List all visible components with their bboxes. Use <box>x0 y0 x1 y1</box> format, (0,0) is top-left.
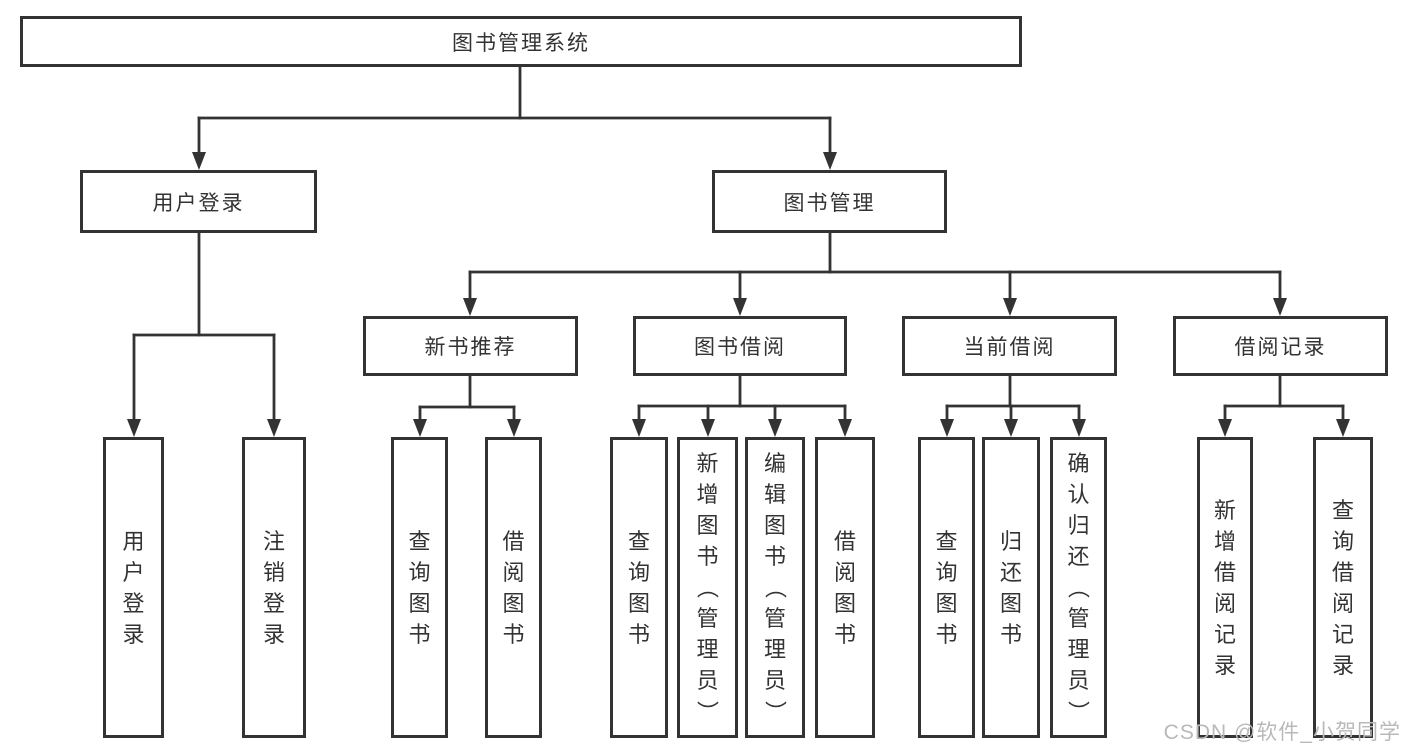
node-label: 图书管理 <box>783 191 876 215</box>
connector-book-borrowing-to-leaves <box>632 374 852 437</box>
connector-current-borrowing-to-leaves <box>940 374 1086 437</box>
node-book-management: 图书管理 <box>712 170 947 233</box>
node-label: 新增图书（管理员） <box>694 451 720 723</box>
node-label: 注销登录 <box>262 528 285 647</box>
node-label: 编辑图书（管理员） <box>762 451 788 723</box>
node-label: 查询借阅记录 <box>1331 497 1354 678</box>
node-label: 确认归还（管理员） <box>1065 451 1091 723</box>
node-leaf-add-borrow-record: 新增借阅记录 <box>1197 437 1253 738</box>
node-leaf-add-books-admin: 新增图书（管理员） <box>677 437 738 738</box>
node-label: 查询图书 <box>627 528 650 647</box>
connector-book-management-to-level3 <box>463 231 1287 316</box>
connector-new-book-to-leaves <box>413 374 521 437</box>
node-leaf-query-books-current: 查询图书 <box>918 437 975 738</box>
node-label: 归还图书 <box>999 528 1022 647</box>
node-leaf-user-login: 用户登录 <box>103 437 164 738</box>
node-user-login: 用户登录 <box>80 170 317 233</box>
node-book-borrowing: 图书借阅 <box>633 316 847 376</box>
connector-user-login-to-leaves <box>127 231 281 437</box>
node-leaf-return-books: 归还图书 <box>982 437 1040 738</box>
node-label: 借阅记录 <box>1234 336 1327 359</box>
node-leaf-query-books-recommend: 查询图书 <box>391 437 448 738</box>
node-label: 当前借阅 <box>963 336 1056 359</box>
node-label: 查询图书 <box>408 528 431 647</box>
connector-borrowing-records-to-leaves <box>1218 374 1350 437</box>
node-leaf-logout: 注销登录 <box>242 437 306 738</box>
node-label: 用户登录 <box>122 528 145 647</box>
connector-root-to-level2 <box>192 65 837 170</box>
node-label: 图书借阅 <box>694 336 786 359</box>
node-label: 图书管理系统 <box>452 31 590 55</box>
node-leaf-confirm-return-admin: 确认归还（管理员） <box>1050 437 1107 738</box>
node-label: 查询图书 <box>935 528 958 647</box>
node-leaf-query-books-borrowing: 查询图书 <box>610 437 668 738</box>
node-leaf-query-borrow-record: 查询借阅记录 <box>1313 437 1373 738</box>
node-label: 新增借阅记录 <box>1213 497 1236 678</box>
node-label: 新书推荐 <box>424 336 517 359</box>
node-leaf-edit-books-admin: 编辑图书（管理员） <box>745 437 805 738</box>
node-leaf-borrow-books-recommend: 借阅图书 <box>485 437 542 738</box>
node-label: 用户登录 <box>152 191 245 215</box>
node-new-book-recommend: 新书推荐 <box>363 316 578 376</box>
node-label: 借阅图书 <box>833 528 856 647</box>
node-label: 借阅图书 <box>502 528 525 647</box>
node-leaf-borrow-books: 借阅图书 <box>815 437 875 738</box>
node-library-management-system: 图书管理系统 <box>20 16 1022 67</box>
node-current-borrowing: 当前借阅 <box>902 316 1117 376</box>
node-borrowing-records: 借阅记录 <box>1173 316 1388 376</box>
csdn-watermark: CSDN @软件_小贺同学 <box>1163 721 1401 744</box>
